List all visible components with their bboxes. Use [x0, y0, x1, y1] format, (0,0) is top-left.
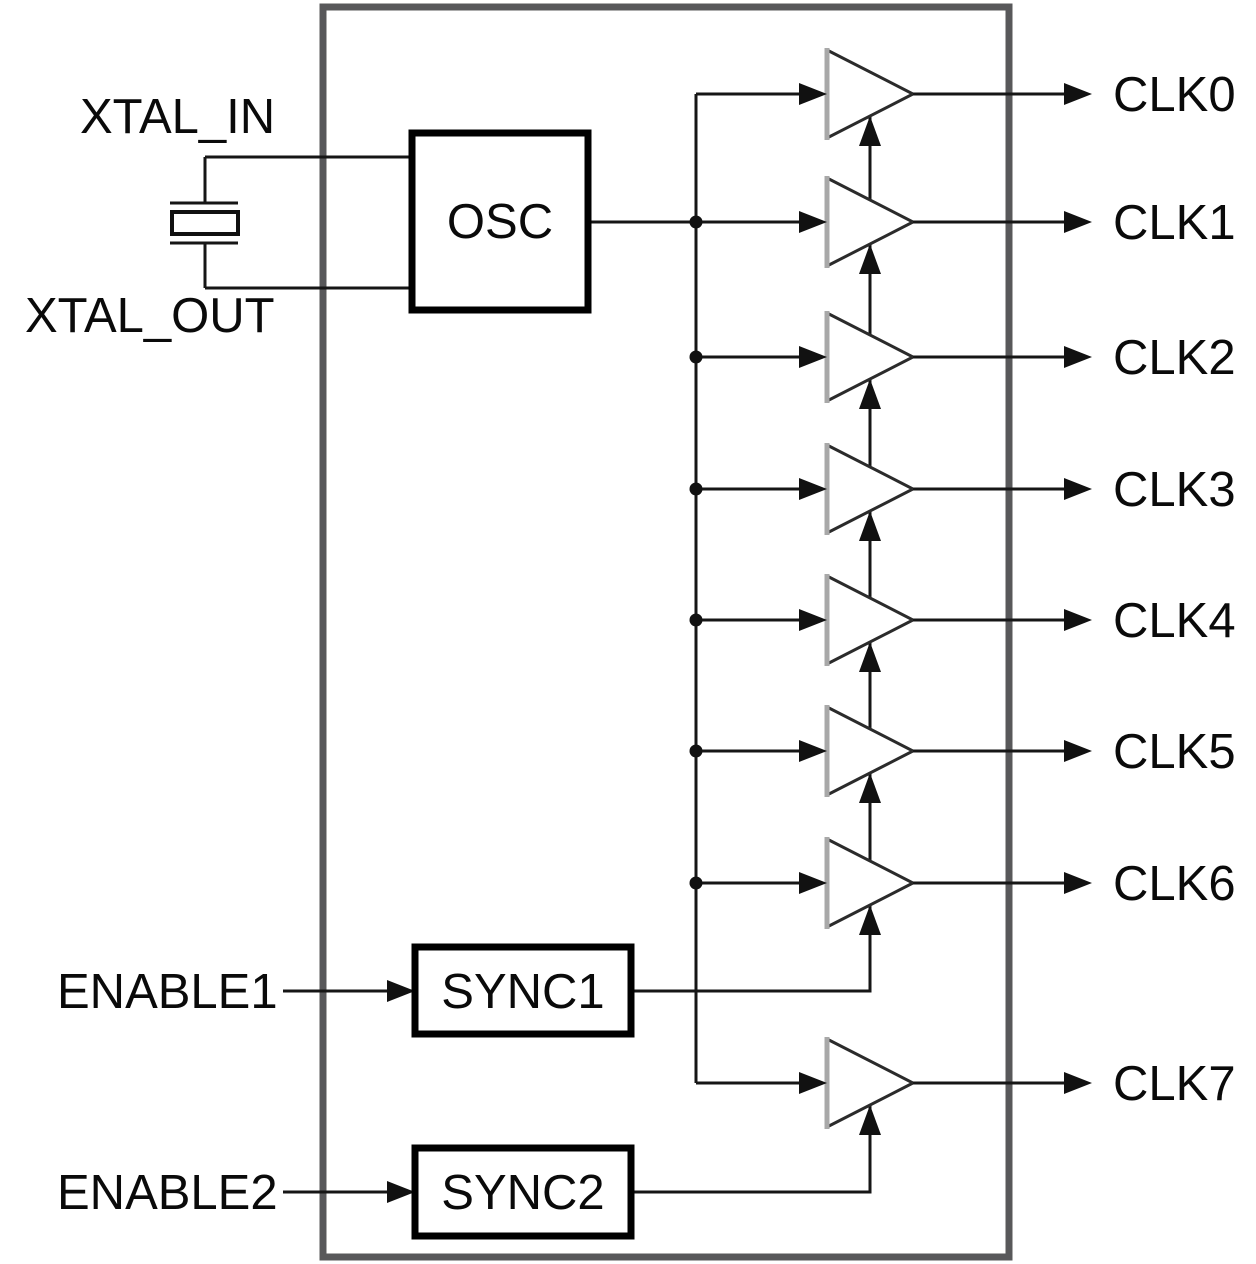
buffer-triangle: [827, 50, 913, 138]
sync2-label: SYNC2: [441, 1166, 604, 1220]
enable1-arrowhead: [387, 980, 415, 1002]
input-arrowhead: [799, 740, 827, 762]
sync2-box: [411, 1144, 635, 1240]
clk-label: CLK1: [1113, 196, 1236, 250]
output-arrowhead: [1064, 83, 1092, 105]
clk-label: CLK5: [1113, 725, 1236, 779]
buffer-triangle: [827, 576, 913, 664]
enable-arrowhead: [859, 1105, 881, 1135]
junction-dot: [689, 350, 703, 364]
clk-label: CLK3: [1113, 463, 1236, 517]
input-arrowhead: [799, 211, 827, 233]
junction-dot: [689, 744, 703, 758]
clk-row-6: CLK6: [799, 837, 1236, 935]
enable-arrowhead: [859, 642, 881, 672]
input-arrowhead: [799, 1072, 827, 1094]
output-arrowhead: [1064, 346, 1092, 368]
input-arrowhead: [799, 83, 827, 105]
input-arrowhead: [799, 609, 827, 631]
clk-label: CLK4: [1113, 594, 1236, 648]
junction-dot: [689, 482, 703, 496]
enable-arrowhead: [859, 905, 881, 935]
sync1-block: SYNC1 ENABLE1: [57, 943, 635, 1038]
clk-row-1: CLK1: [799, 176, 1236, 274]
crystal-circuit: XTAL_IN XTAL_OUT: [25, 90, 415, 343]
junction-dot: [689, 876, 703, 890]
buffer-triangle: [827, 839, 913, 927]
enable-arrowhead: [859, 244, 881, 274]
clk-label: CLK2: [1113, 331, 1236, 385]
buffer-triangle: [827, 1039, 913, 1127]
buffer-triangle: [827, 445, 913, 533]
clk-row-5: CLK5: [799, 705, 1236, 803]
clk-label: CLK0: [1113, 68, 1236, 122]
clock-bus: [588, 92, 802, 1085]
junction-dot: [689, 215, 703, 229]
enable-arrowhead: [859, 511, 881, 541]
output-arrowhead: [1064, 1072, 1092, 1094]
xtal-out-label: XTAL_OUT: [25, 289, 275, 343]
enable2-arrowhead: [387, 1181, 415, 1203]
enable-arrowhead: [859, 116, 881, 146]
clk-row-3: CLK3: [799, 443, 1236, 541]
output-arrowhead: [1064, 740, 1092, 762]
input-arrowhead: [799, 346, 827, 368]
enable-arrowhead: [859, 773, 881, 803]
clk-label: CLK7: [1113, 1057, 1236, 1111]
buffer-triangle: [827, 313, 913, 401]
input-arrowhead: [799, 872, 827, 894]
output-arrowhead: [1064, 211, 1092, 233]
sync1-label: SYNC1: [441, 965, 604, 1019]
output-arrowhead: [1064, 609, 1092, 631]
osc-block: OSC: [408, 129, 592, 314]
crystal-body: [170, 210, 240, 236]
osc-box: [408, 129, 592, 314]
osc-label: OSC: [447, 195, 553, 249]
sync1-box: [411, 943, 635, 1038]
input-arrowhead: [799, 478, 827, 500]
clk-row-2: CLK2: [799, 311, 1236, 409]
buffer-triangle: [827, 707, 913, 795]
clk-row-4: CLK4: [799, 574, 1236, 672]
buffer-triangle: [827, 178, 913, 266]
enable2-label: ENABLE2: [57, 1166, 278, 1220]
sync2-block: SYNC2 ENABLE2: [57, 1144, 635, 1240]
clk-row-7: CLK7: [799, 1037, 1236, 1135]
output-arrowhead: [1064, 478, 1092, 500]
output-arrowhead: [1064, 872, 1092, 894]
enable1-label: ENABLE1: [57, 965, 278, 1019]
xtal-in-label: XTAL_IN: [80, 90, 275, 144]
junction-dot: [689, 613, 703, 627]
enable-arrowhead: [859, 379, 881, 409]
clk-row-0: CLK0: [799, 48, 1236, 146]
chip-boundary: [319, 3, 1013, 1261]
clk-label: CLK6: [1113, 857, 1236, 911]
